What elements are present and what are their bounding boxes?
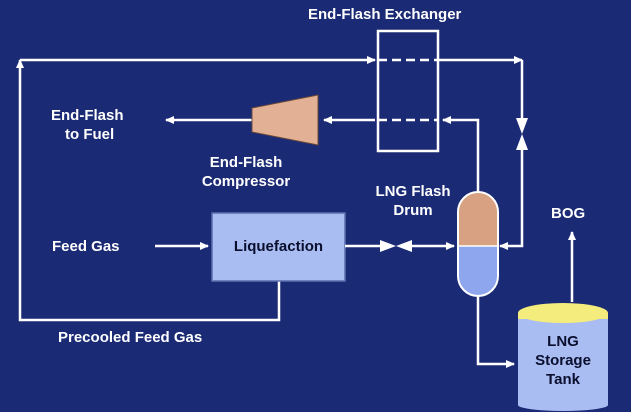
flash-drum-label-line1: LNG Flash	[375, 183, 451, 200]
precooled-feed-gas-label: Precooled Feed Gas	[58, 329, 203, 346]
liquefaction-box	[211, 212, 346, 282]
flash-drum-label: LNG Flash Drum	[368, 182, 458, 220]
right-valve-icon	[516, 118, 528, 150]
liquefaction-label: Liquefaction	[233, 238, 324, 255]
compressor-label-line2: Compressor	[201, 173, 291, 190]
to-fuel-label: End-Flash to Fuel	[51, 106, 124, 144]
flash-drum-label-line2: Drum	[393, 202, 433, 219]
storage-tank-label: LNG Storage Tank	[518, 332, 608, 389]
storage-tank-label-line2: Storage	[535, 352, 591, 369]
storage-tank-label-line1: LNG	[547, 333, 579, 350]
to-fuel-label-line1: End-Flash	[51, 107, 124, 124]
storage-tank-label-line3: Tank	[546, 371, 580, 388]
compressor-shape	[251, 94, 319, 146]
storage-tank-shape	[518, 303, 608, 411]
to-fuel-label-line2: to Fuel	[65, 126, 115, 143]
flash-gas-line	[442, 116, 480, 192]
exchanger-shape	[376, 29, 440, 153]
compressor-label-line1: End-Flash	[209, 154, 283, 171]
exchanger-label: End-Flash Exchanger	[308, 6, 462, 23]
feed-gas-label: Feed Gas	[52, 238, 120, 255]
flash-drum-shape	[457, 191, 499, 297]
compressor-label: End-Flash Compressor	[184, 153, 308, 191]
bog-label: BOG	[551, 205, 586, 222]
drum-to-tank-line	[476, 296, 515, 368]
precooled-feed-gas-line	[16, 59, 281, 322]
drum-return-line	[499, 150, 524, 250]
drum-valve-icon	[380, 240, 412, 252]
